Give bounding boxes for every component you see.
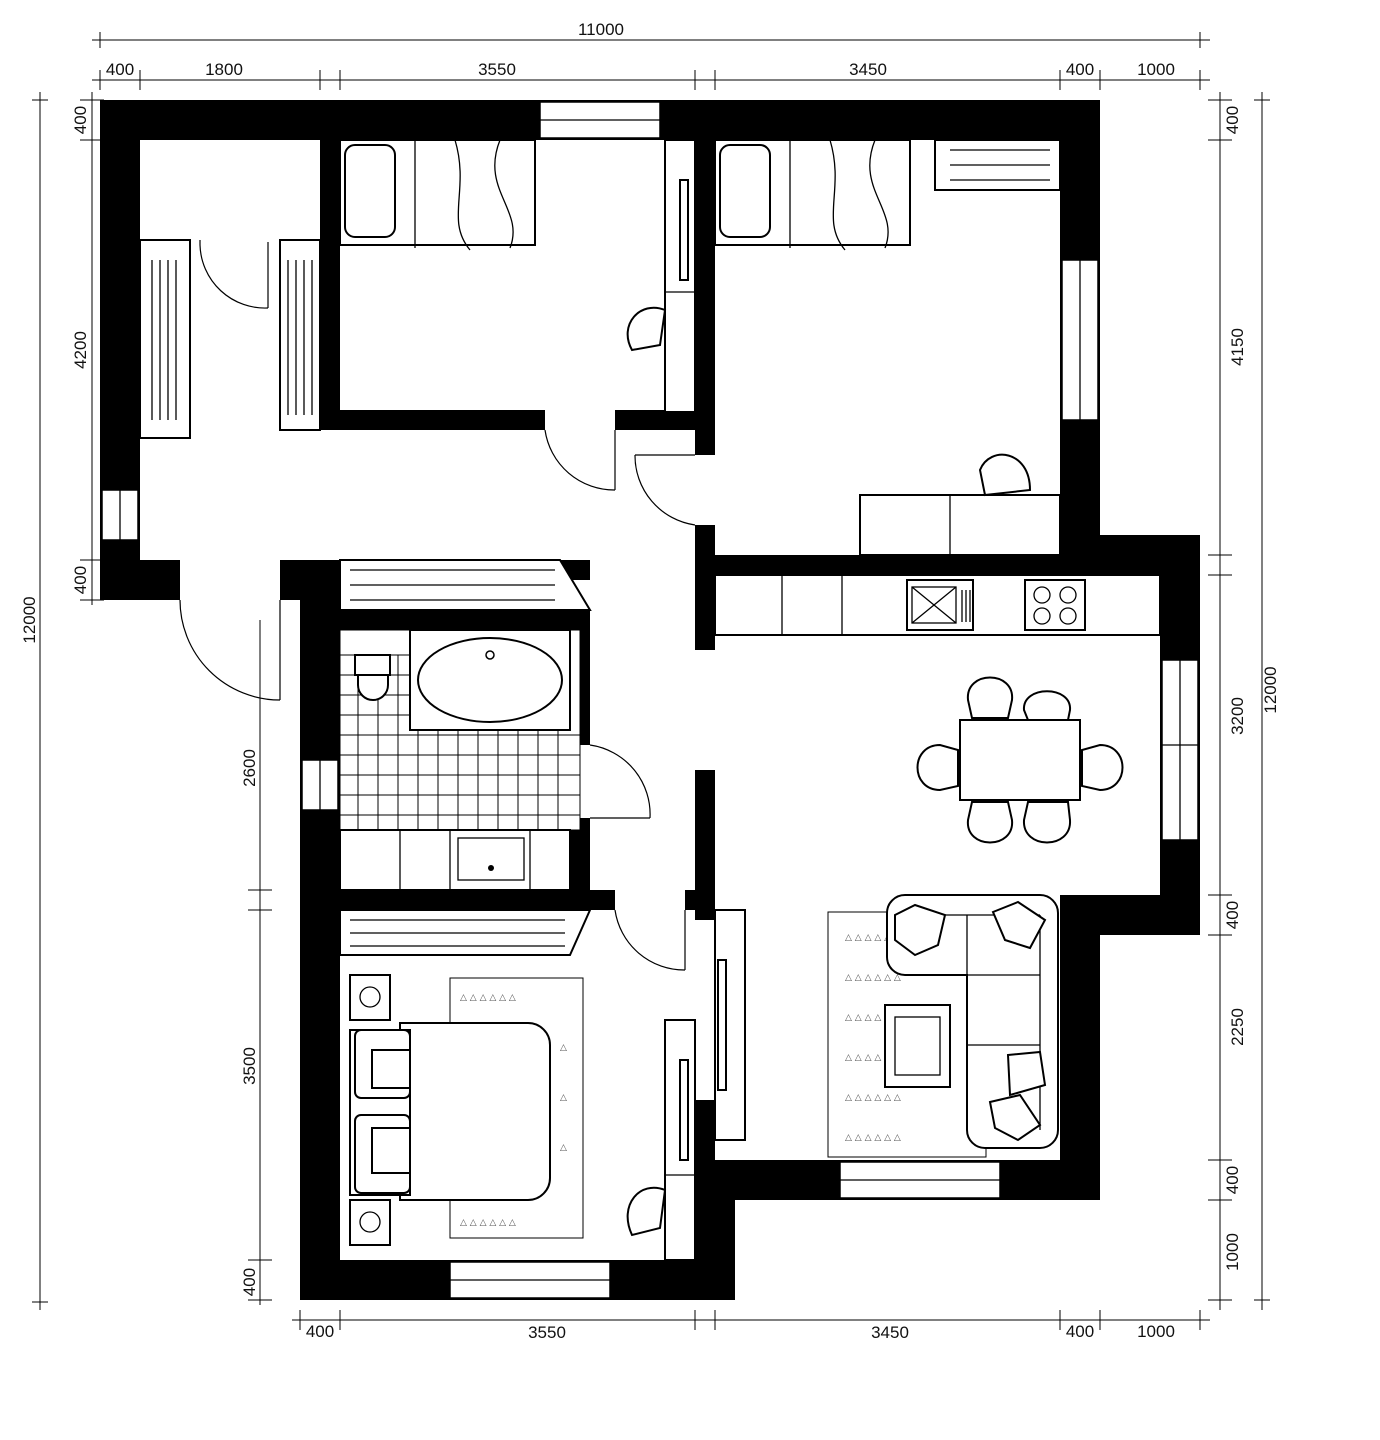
dim-right-overall: 12000 (1261, 666, 1280, 713)
door-bedroom-2 (634, 454, 696, 526)
corridor-wardrobe (339, 559, 592, 611)
dim-right-segment: 400 (1223, 1166, 1242, 1194)
dim-top-segment: 400 (106, 60, 134, 79)
toilet (354, 654, 391, 701)
door-bathroom (589, 744, 651, 819)
dim-left-segment: 3500 (240, 1047, 259, 1085)
chair-bedroom-1 (626, 306, 667, 352)
kitchen-sink (906, 579, 974, 631)
dim-top-overall: 11000 (578, 20, 624, 39)
desk-bedroom-1 (664, 139, 696, 413)
hall-wardrobe-left (139, 239, 191, 439)
dim-bottom-segment: 3550 (528, 1323, 566, 1342)
bed-bedroom-1 (339, 139, 536, 251)
dim-right-segment: 3200 (1228, 697, 1247, 735)
dim-left-segment: 400 (71, 106, 90, 134)
bathtub (409, 629, 571, 731)
svg-text:△: △ (560, 1093, 567, 1103)
window-bedroom-1 (539, 101, 661, 139)
bed-pillows (354, 1029, 411, 1194)
dim-top-segment: 1800 (205, 60, 243, 79)
desk-master-bedroom (664, 1019, 696, 1261)
desk-bedroom-2 (859, 494, 1061, 556)
doors (179, 240, 696, 971)
svg-text:△ △ △ △ △ △: △ △ △ △ △ △ (845, 1133, 901, 1143)
bed-bedroom-2 (714, 139, 911, 251)
svg-text:△ △ △ △ △ △: △ △ △ △ △ △ (845, 973, 901, 983)
svg-text:△: △ (560, 1043, 567, 1053)
nightstand-bottom (349, 1199, 391, 1246)
door-entrance (179, 599, 281, 701)
dim-left-segment: 400 (240, 1268, 259, 1296)
svg-text:△ △ △ △ △ △: △ △ △ △ △ △ (460, 993, 516, 1003)
dim-right-segment: 4150 (1228, 328, 1247, 366)
kitchen-stove (1024, 579, 1086, 631)
dim-bottom-segment: 1000 (1137, 1322, 1175, 1341)
svg-text:△: △ (560, 1143, 567, 1153)
dining-table (959, 719, 1081, 801)
svg-text:△ △ △ △ △ △: △ △ △ △ △ △ (845, 1053, 901, 1063)
window-kitchen (1161, 659, 1199, 841)
window-master-bedroom (449, 1261, 611, 1299)
door-hall-closet (199, 240, 269, 309)
dim-right-segment: 400 (1223, 901, 1242, 929)
dim-right-segment: 1000 (1223, 1233, 1242, 1271)
hall-wardrobe-right (279, 239, 321, 431)
window-hall (101, 489, 139, 541)
sofa-cushions (894, 900, 1047, 1142)
svg-text:△ △ △ △ △ △: △ △ △ △ △ △ (845, 1013, 901, 1023)
window-bedroom-2 (1061, 259, 1099, 421)
svg-text:△ △ △ △ △ △: △ △ △ △ △ △ (845, 933, 901, 943)
dim-top-segment: 3450 (849, 60, 887, 79)
svg-text:△ △ △ △ △ △: △ △ △ △ △ △ (845, 1093, 901, 1103)
dim-left-segment: 400 (71, 566, 90, 594)
tv-unit (714, 909, 746, 1141)
windows (101, 101, 1199, 1299)
dim-right-segment: 2250 (1228, 1008, 1247, 1046)
dining-chairs (916, 676, 1124, 844)
dim-top-segment: 400 (1066, 60, 1094, 79)
coffee-table (884, 1004, 951, 1088)
dim-left-segment: 2600 (240, 749, 259, 787)
bathroom-vanity (339, 829, 571, 891)
chair-bedroom-2 (978, 453, 1032, 497)
dim-bottom-segment: 400 (306, 1322, 334, 1341)
dim-top-segment: 3550 (478, 60, 516, 79)
window-bathroom (301, 759, 339, 811)
svg-text:△ △ △ △ △ △: △ △ △ △ △ △ (460, 1218, 516, 1228)
dimension-lines (32, 32, 1270, 1330)
wardrobe-master-bedroom (339, 909, 592, 956)
dim-bottom-segment: 3450 (871, 1323, 909, 1342)
door-bedroom-1 (544, 429, 616, 491)
dim-left-segment: 4200 (71, 331, 90, 369)
door-master-bedroom (614, 909, 686, 971)
dim-bottom-segment: 400 (1066, 1322, 1094, 1341)
dim-left-overall: 12000 (20, 596, 39, 643)
nightstand-top (349, 974, 391, 1021)
window-living (839, 1161, 1001, 1199)
chair-master-bedroom (626, 1186, 667, 1237)
dim-top-segment: 1000 (1137, 60, 1175, 79)
dimension-labels: 11000 400 1800 3550 3450 400 1000 400 35… (20, 20, 1280, 1342)
dim-right-segment: 400 (1223, 106, 1242, 134)
wardrobe-bedroom-2 (934, 139, 1061, 191)
